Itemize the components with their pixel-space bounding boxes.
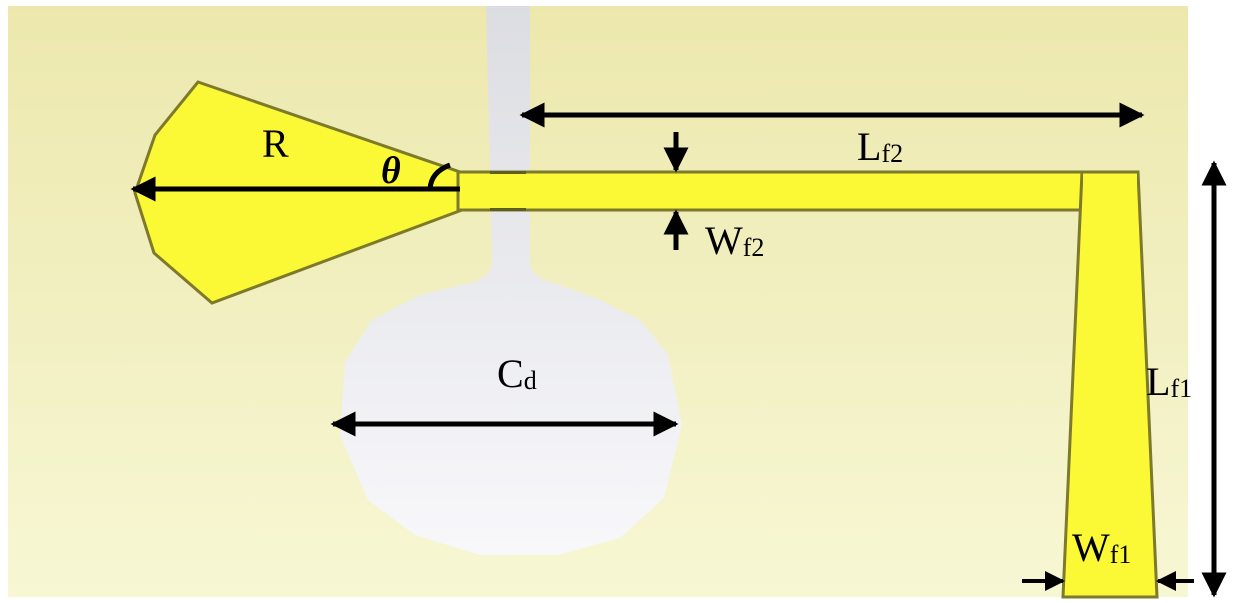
label-wf1-main: W	[1072, 525, 1110, 570]
angle-arc	[427, 162, 451, 190]
label-angle: θ	[381, 150, 401, 192]
slot-crossing-mark-bottom	[490, 208, 526, 211]
label-wf2-main: W	[705, 218, 743, 263]
label-wf1: Wf1	[1072, 525, 1131, 570]
label-wf2-sub: f2	[743, 233, 765, 262]
slot-crossing-mark-top	[490, 171, 526, 174]
label-cd-sub: d	[524, 366, 537, 395]
label-lf2-main: L	[857, 124, 881, 169]
label-cd: Cd	[497, 351, 537, 396]
label-radius: R	[262, 121, 289, 166]
label-lf2: Lf2	[857, 124, 903, 169]
label-lf1: Lf1	[1146, 359, 1192, 404]
feed-line-corner	[1083, 173, 1137, 209]
label-lf1-sub: f1	[1170, 374, 1192, 403]
label-cd-main: C	[497, 351, 524, 396]
feed-line-lf2	[456, 170, 1140, 212]
label-wf1-sub: f1	[1110, 540, 1132, 569]
feed-line-lf1	[1061, 170, 1159, 599]
label-wf2: Wf2	[705, 218, 764, 263]
label-lf2-sub: f2	[881, 139, 903, 168]
label-lf1-main: L	[1146, 359, 1170, 404]
